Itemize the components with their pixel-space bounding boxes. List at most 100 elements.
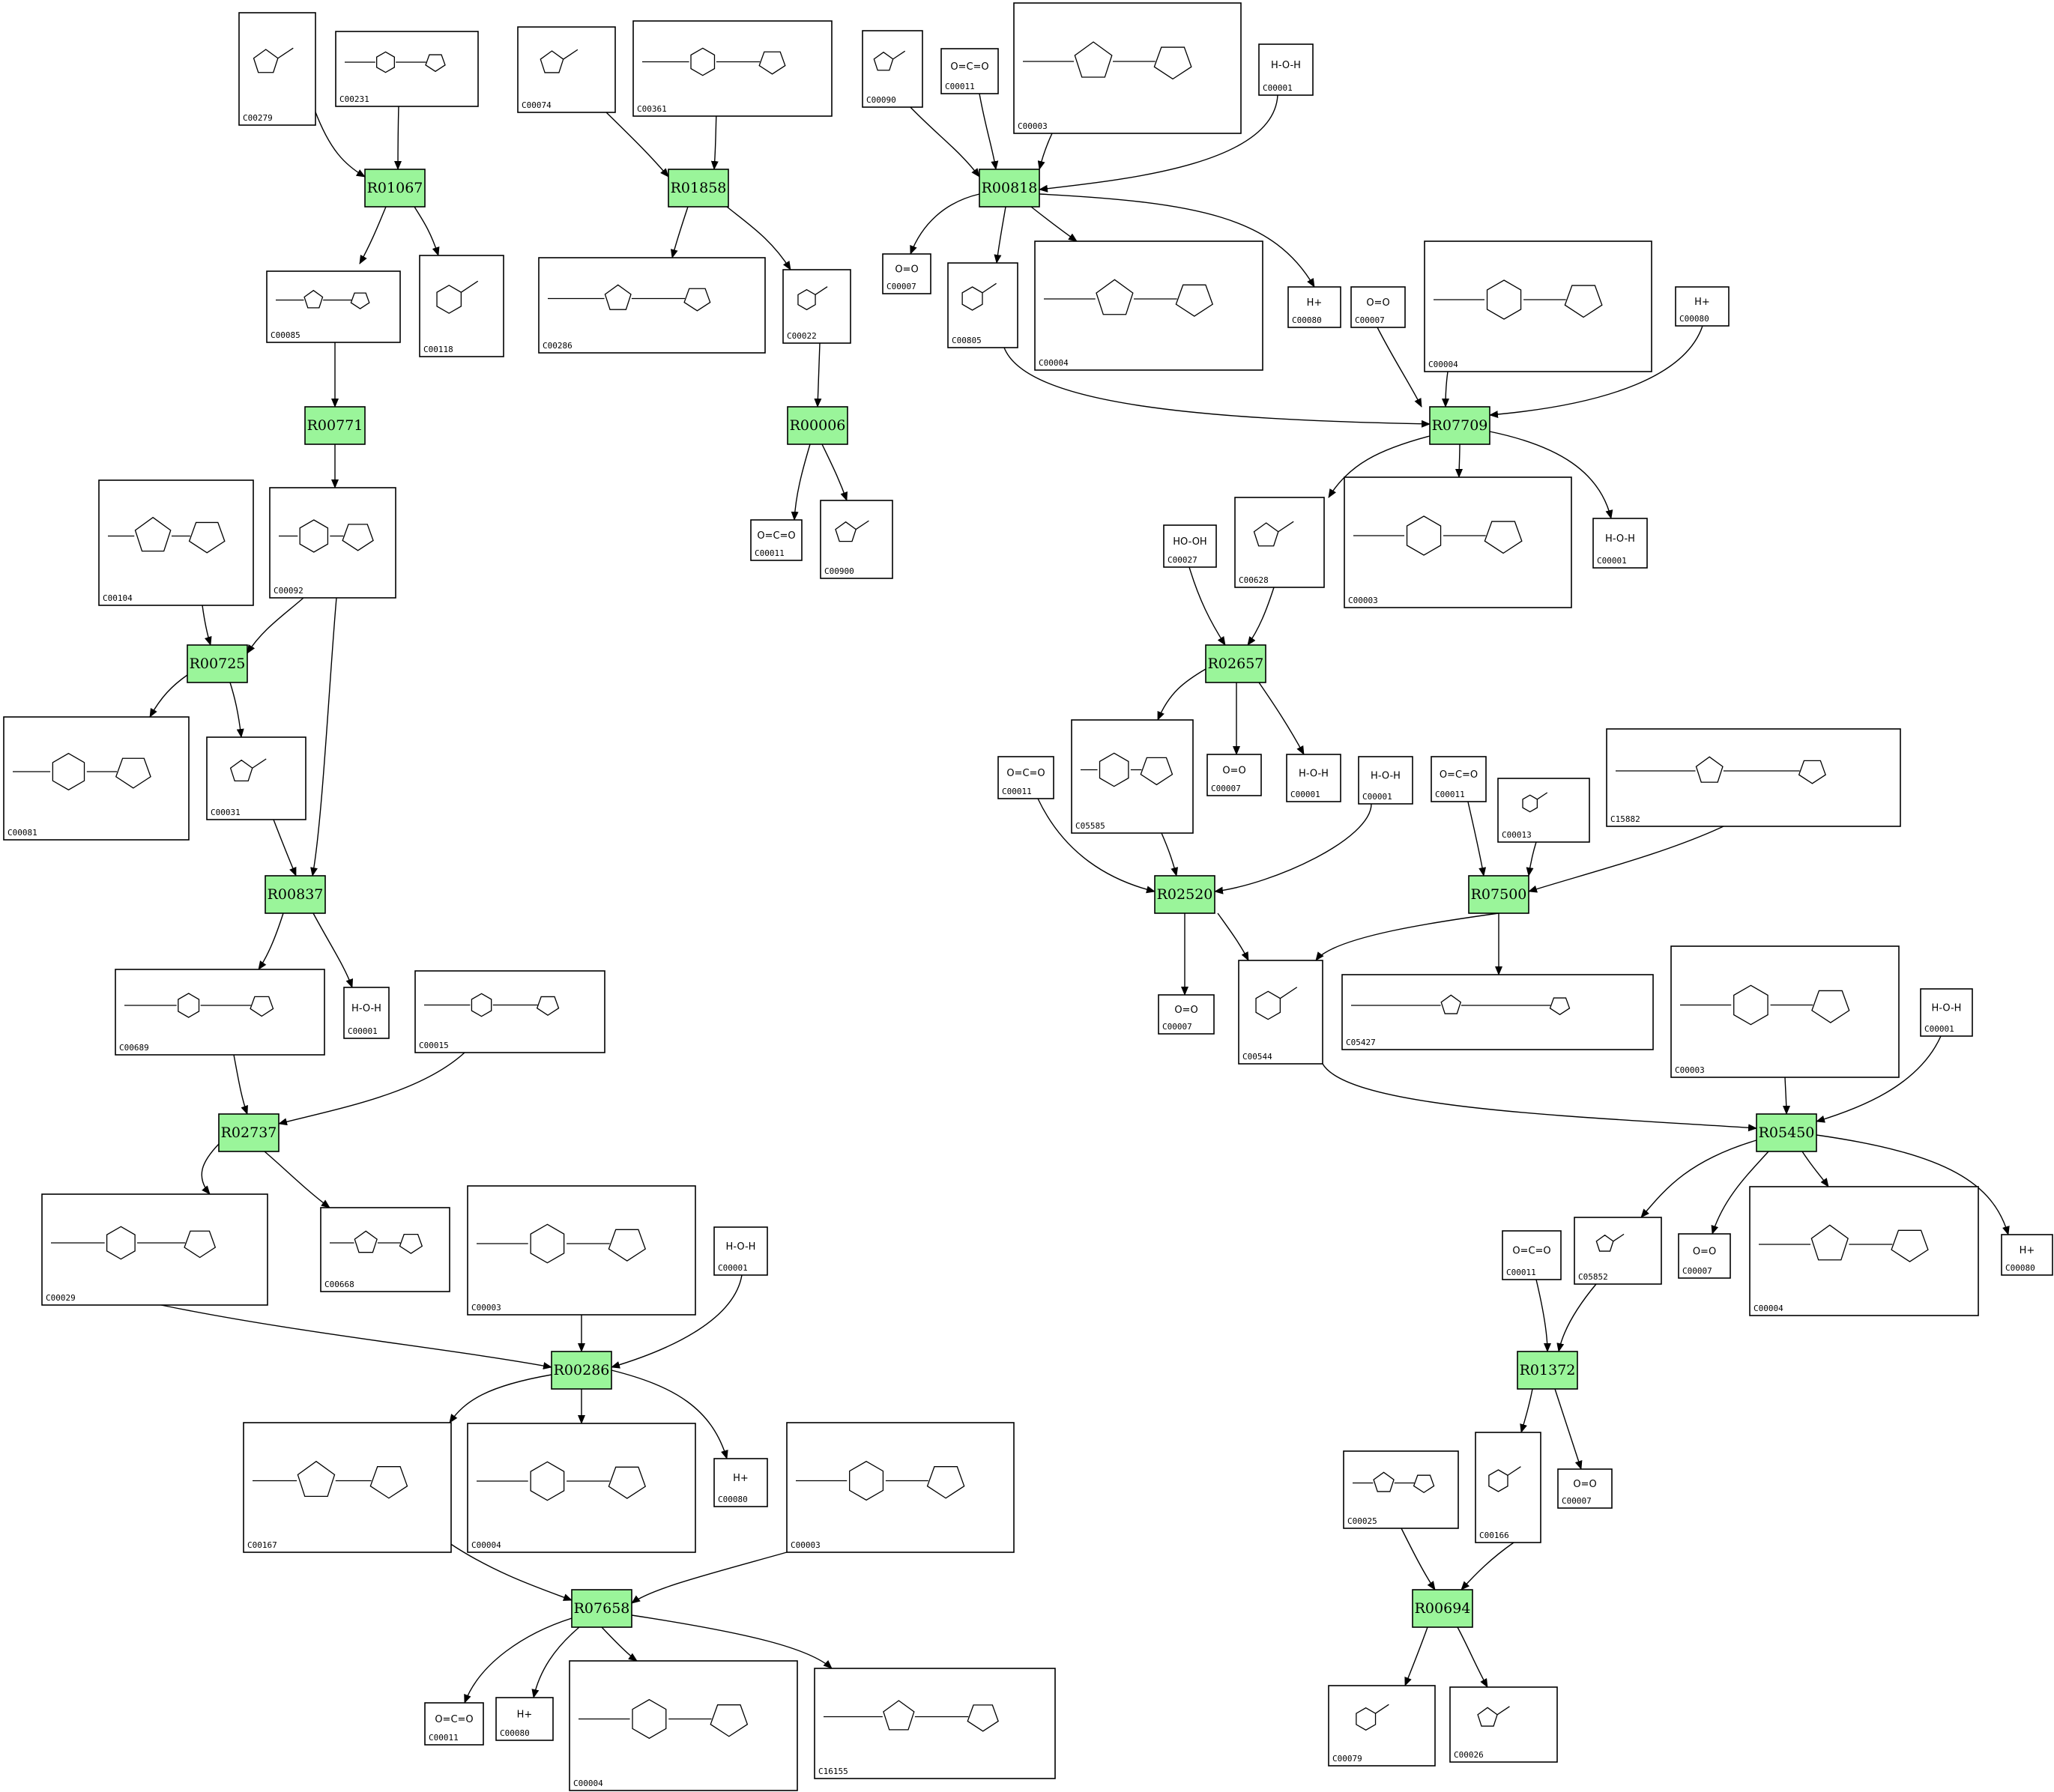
reaction-box[interactable]	[1756, 1113, 1817, 1152]
compound-node[interactable]: H+C00080	[1675, 286, 1730, 327]
reaction-node[interactable]: R07658	[571, 1589, 632, 1628]
reaction-box[interactable]	[1412, 1589, 1473, 1628]
compound-node[interactable]: C00003	[1013, 2, 1242, 134]
reaction-node[interactable]: R00725	[187, 644, 248, 683]
reaction-node[interactable]: R01067	[364, 169, 426, 208]
compound-node[interactable]: C15882	[1606, 728, 1901, 827]
compound-node[interactable]: H+C00080	[495, 1697, 554, 1741]
compound-node[interactable]: C00286	[538, 257, 766, 354]
compound-node[interactable]: C00166	[1475, 1432, 1541, 1543]
compound-node[interactable]: C00628	[1234, 497, 1325, 588]
reaction-node[interactable]: R02657	[1205, 644, 1266, 683]
compound-node[interactable]: H+C00080	[713, 1458, 768, 1507]
compound-node[interactable]: C00081	[3, 716, 190, 841]
compound-node[interactable]: C00025	[1343, 1450, 1459, 1529]
compound-node[interactable]: C00004	[1749, 1186, 1979, 1316]
compound-node[interactable]: C00085	[266, 270, 401, 343]
compound-node[interactable]: H+C00080	[2001, 1234, 2053, 1276]
compound-node[interactable]: C00003	[1670, 945, 1900, 1078]
compound-node[interactable]: C05852	[1574, 1217, 1662, 1285]
reaction-node[interactable]: R07500	[1468, 875, 1529, 914]
compound-node[interactable]: C00022	[782, 269, 851, 344]
compound-node[interactable]: C00544	[1238, 960, 1323, 1065]
reaction-node[interactable]: R00818	[979, 169, 1040, 208]
reaction-box[interactable]	[218, 1113, 280, 1152]
compound-node[interactable]: C00279	[238, 12, 316, 126]
reaction-node[interactable]: R00837	[265, 875, 326, 914]
compound-node[interactable]: C00167	[243, 1422, 452, 1553]
reaction-box[interactable]	[787, 406, 848, 445]
compound-node[interactable]: C00231	[335, 31, 479, 107]
compound-node[interactable]: C05427	[1341, 974, 1654, 1050]
compound-node[interactable]: C16155	[814, 1668, 1056, 1779]
compound-node[interactable]: C00361	[632, 20, 833, 117]
reaction-box[interactable]	[571, 1589, 632, 1628]
compound-node[interactable]: C05585	[1071, 719, 1194, 834]
compound-node[interactable]: C00004	[467, 1423, 696, 1553]
compound-node[interactable]: C00079	[1328, 1685, 1436, 1767]
compound-node[interactable]: C00015	[414, 970, 605, 1053]
compound-node[interactable]: C00074	[517, 26, 616, 113]
reaction-node[interactable]: R01858	[668, 169, 729, 208]
compound-node[interactable]: C00003	[1344, 476, 1572, 608]
reaction-node[interactable]: R00694	[1412, 1589, 1473, 1628]
reaction-box[interactable]	[1517, 1351, 1578, 1390]
compound-node[interactable]: C00013	[1497, 778, 1590, 843]
reaction-node[interactable]: R05450	[1756, 1113, 1817, 1152]
reaction-box[interactable]	[187, 644, 248, 683]
compound-node[interactable]: C00031	[206, 736, 306, 820]
reaction-node[interactable]: R01372	[1517, 1351, 1578, 1390]
compound-node[interactable]: C00900	[820, 500, 893, 579]
compound-node[interactable]: C00668	[320, 1207, 450, 1292]
reaction-box[interactable]	[668, 169, 729, 208]
reaction-box[interactable]	[979, 169, 1040, 208]
reaction-box[interactable]	[304, 406, 366, 445]
compound-node[interactable]: C00118	[419, 255, 504, 357]
compound-node[interactable]: C00090	[862, 30, 923, 108]
reaction-node[interactable]: R07709	[1429, 406, 1490, 445]
reaction-box[interactable]	[364, 169, 426, 208]
reaction-node[interactable]: R02520	[1154, 875, 1215, 914]
reaction-box[interactable]	[551, 1351, 612, 1390]
reaction-node[interactable]: R00286	[551, 1351, 612, 1390]
reaction-box[interactable]	[1154, 875, 1215, 914]
compound-node[interactable]: C00003	[467, 1185, 696, 1316]
compound-node[interactable]: C00104	[98, 479, 254, 606]
reaction-box[interactable]	[1429, 406, 1490, 445]
reaction-box[interactable]	[265, 875, 326, 914]
compound-node[interactable]: C00092	[269, 487, 396, 599]
compound-node[interactable]: C00004	[1424, 240, 1652, 372]
reaction-box[interactable]	[1468, 875, 1529, 914]
compound-node[interactable]: C00689	[115, 969, 325, 1056]
compound-node[interactable]: C00805	[947, 262, 1018, 348]
reaction-node[interactable]: R00006	[787, 406, 848, 445]
compound-node[interactable]: C00004	[1034, 240, 1263, 371]
reaction-box[interactable]	[1205, 644, 1266, 683]
compound-node[interactable]: C00029	[41, 1193, 268, 1306]
compound-node[interactable]: C00004	[569, 1660, 798, 1791]
reaction-node[interactable]: R02737	[218, 1113, 280, 1152]
compound-node[interactable]: H+C00080	[1287, 286, 1341, 328]
compound-node[interactable]: C00026	[1449, 1686, 1558, 1763]
reaction-node[interactable]: R00771	[304, 406, 366, 445]
